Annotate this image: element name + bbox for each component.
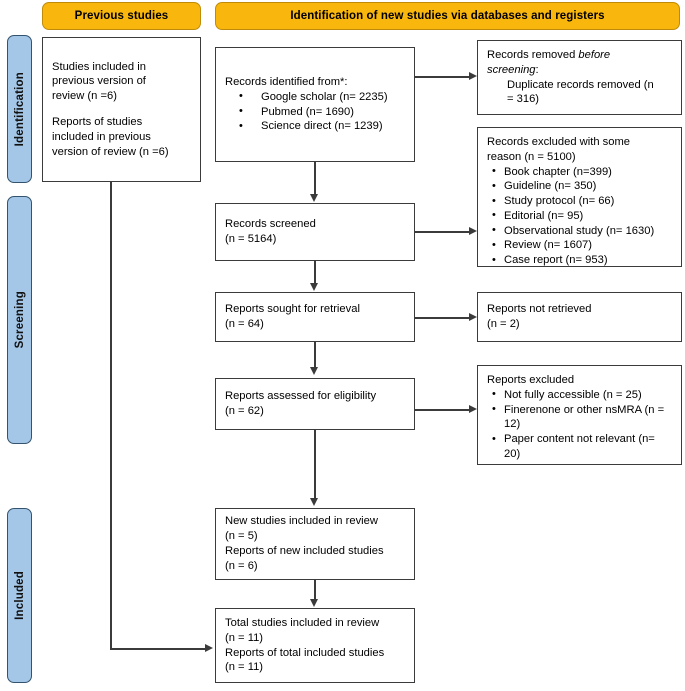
list-item: Case report (n= 953) (492, 253, 673, 268)
list-item: Paper content not relevant (n= 20) (492, 432, 673, 462)
previous-studies-line-3: review (n =6) (52, 90, 117, 103)
phase-label-screening: Screening (13, 291, 26, 349)
arrowhead-identified-to-removed (469, 72, 477, 80)
arrowhead-sought-to-assessed (310, 367, 318, 375)
records-removed-text-colon: : (535, 63, 539, 76)
arrowhead-sought-to-not-retrieved (469, 313, 477, 321)
list-item: Book chapter (n=399) (492, 164, 673, 180)
new-studies-line-1: New studies included in review (225, 515, 378, 528)
total-studies-line-2: (n = 11) (225, 631, 264, 644)
list-item: Editorial (n= 95) (492, 208, 673, 224)
connector-previous-studies-vertical (110, 182, 112, 650)
phase-bar-screening: Screening (7, 196, 32, 444)
previous-studies-line-2: previous version of (52, 75, 146, 88)
new-studies-line-4: (n = 6) (225, 559, 258, 572)
records-excluded-reason-list: Book chapter (n=399) Guideline (n= 350) … (487, 164, 673, 268)
arrowhead-screened-to-excluded (469, 227, 477, 235)
reports-sought-line-1: Reports sought for retrieval (225, 303, 360, 316)
box-total-studies-included: Total studies included in review (n = 11… (215, 608, 415, 683)
records-screened-line-1: Records screened (225, 218, 316, 231)
connector-assessed-to-excluded (415, 409, 470, 411)
new-studies-line-2: (n = 5) (225, 530, 258, 543)
box-records-screened: Records screened (n = 5164) (215, 203, 415, 261)
box-new-studies-included: New studies included in review (n = 5) R… (215, 508, 415, 580)
reports-assessed-line-1: Reports assessed for eligibility (225, 390, 377, 403)
box-records-identified: Records identified from*: Google scholar… (215, 47, 415, 162)
phase-label-included: Included (13, 571, 26, 620)
arrowhead-screened-to-sought (310, 283, 318, 291)
reports-excluded-title: Reports excluded (487, 374, 575, 386)
total-studies-line-3: Reports of total included studies (225, 646, 385, 659)
list-item: Google scholar (n= 2235) (239, 89, 406, 105)
records-removed-line-4: = 316) (507, 93, 540, 106)
records-identified-source-list: Google scholar (n= 2235) Pubmed (n= 1690… (225, 89, 406, 134)
records-excluded-title-line-1: Records excluded with some (487, 136, 631, 148)
header-previous-studies-label: Previous studies (74, 10, 169, 22)
reports-sought-line-2: (n = 64) (225, 318, 264, 330)
connector-screened-to-excluded (415, 231, 470, 233)
connector-sought-to-assessed (314, 342, 316, 367)
records-excluded-title-line-2: reason (n = 5100) (487, 150, 576, 163)
header-identification-new-studies: Identification of new studies via databa… (215, 2, 680, 30)
header-identification-new-studies-label: Identification of new studies via databa… (290, 10, 605, 22)
records-removed-line-2: screening: (487, 63, 673, 78)
list-item: Not fully accessible (n = 25) (492, 387, 673, 403)
list-item: Finerenone or other nsMRA (n = 12) (492, 402, 673, 433)
records-removed-line-1: Records removed before (487, 48, 673, 63)
connector-identified-to-removed (415, 76, 470, 78)
connector-assessed-to-new-studies (314, 430, 316, 498)
box-reports-assessed-for-eligibility: Reports assessed for eligibility (n = 62… (215, 378, 415, 430)
arrowhead-assessed-to-excluded (469, 405, 477, 413)
box-reports-excluded: Reports excluded Not fully accessible (n… (477, 365, 682, 465)
previous-studies-line-5: included in previous (52, 130, 151, 143)
arrowhead-identified-to-screened (310, 194, 318, 202)
box-reports-not-retrieved: Reports not retrieved (n = 2) (477, 292, 682, 342)
arrowhead-assessed-to-new-studies (310, 498, 318, 506)
arrowhead-previous-to-total-studies (205, 644, 213, 652)
box-records-excluded: Records excluded with some reason (n = 5… (477, 127, 682, 267)
previous-studies-line-6: version of review (n =6) (52, 145, 169, 158)
header-previous-studies: Previous studies (42, 2, 201, 30)
previous-studies-line-4: Reports of studies (52, 116, 143, 128)
total-studies-line-1: Total studies included in review (225, 616, 380, 629)
phase-label-identification: Identification (13, 71, 26, 147)
box-previous-studies: Studies included in previous version of … (42, 37, 201, 182)
box-records-removed-before-screening: Records removed before screening: Duplic… (477, 40, 682, 115)
reports-assessed-line-2: (n = 62) (225, 405, 264, 417)
list-item: Science direct (n= 1239) (239, 119, 406, 134)
reports-not-retrieved-line-1: Reports not retrieved (487, 303, 592, 316)
list-item: Pubmed (n= 1690) (239, 104, 406, 120)
box-reports-sought-for-retrieval: Reports sought for retrieval (n = 64) (215, 292, 415, 342)
list-item: Observational study (n= 1630) (492, 223, 673, 239)
records-removed-line-3: Duplicate records removed (n (507, 78, 654, 91)
records-removed-text-italic-before: before (578, 49, 611, 61)
connector-sought-to-not-retrieved (415, 317, 470, 319)
records-removed-text-pre: Records removed (487, 49, 579, 61)
list-item: Study protocol (n= 66) (492, 194, 673, 209)
reports-excluded-reason-list: Not fully accessible (n = 25) Finerenone… (487, 387, 673, 462)
arrowhead-new-to-total-studies (310, 599, 318, 607)
phase-bar-identification: Identification (7, 35, 32, 183)
phase-bar-included: Included (7, 508, 32, 683)
total-studies-line-4: (n = 11) (225, 661, 264, 674)
records-identified-title: Records identified from*: (225, 75, 348, 88)
reports-not-retrieved-line-2: (n = 2) (487, 318, 520, 330)
records-removed-text-italic-screening: screening (487, 63, 536, 76)
connector-new-to-total-studies (314, 580, 316, 599)
connector-previous-studies-horizontal (110, 648, 206, 650)
connector-screened-to-sought (314, 261, 316, 283)
list-item: Review (n= 1607) (492, 238, 673, 253)
previous-studies-line-1: Studies included in (52, 60, 146, 73)
connector-identified-to-screened (314, 162, 316, 195)
new-studies-line-3: Reports of new included studies (225, 545, 384, 557)
records-screened-line-2: (n = 5164) (225, 233, 277, 245)
list-item: Guideline (n= 350) (492, 179, 673, 194)
